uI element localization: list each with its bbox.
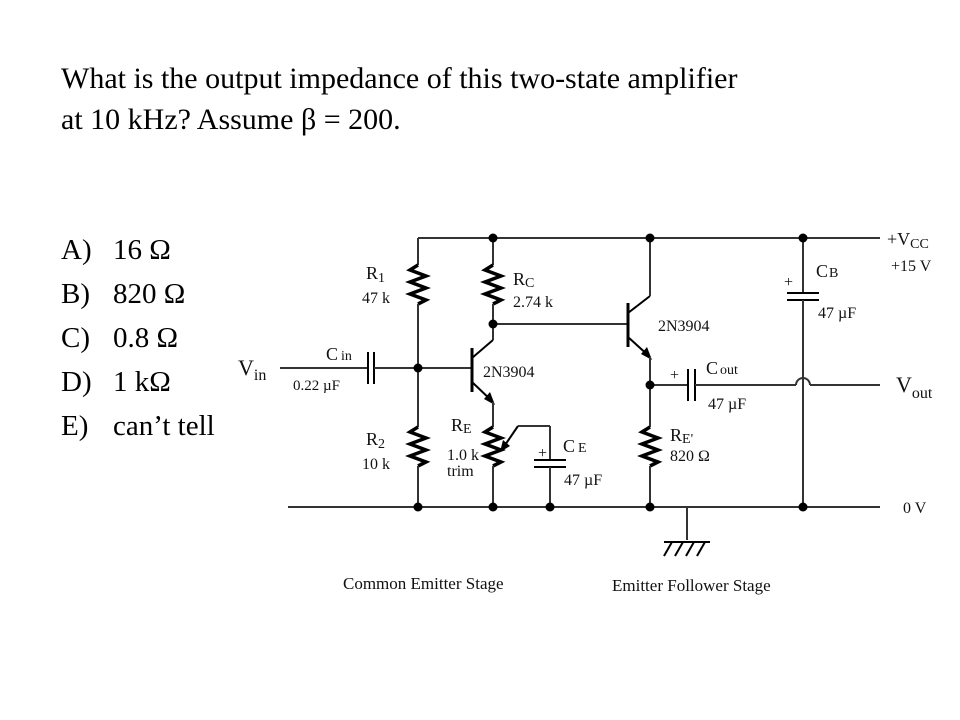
re-note: trim: [447, 463, 474, 480]
ce-capacitor: [518, 425, 566, 507]
r1-resistor: [405, 238, 431, 427]
choice-text: 1 kΩ: [113, 366, 171, 398]
choice-letter: E): [61, 410, 89, 442]
choice-text: 16 Ω: [113, 234, 171, 266]
r1-label: R1: [366, 263, 385, 286]
cout-capacitor: [650, 369, 880, 401]
q1-label: 2N3904: [483, 364, 535, 381]
q2-transistor: [626, 238, 652, 427]
r2-value: 10 k: [362, 456, 390, 473]
r2-label: R2: [366, 429, 385, 452]
stage1-label: Common Emitter Stage: [343, 574, 504, 593]
vcc-value: +15 V: [891, 258, 932, 275]
cb-label: CB: [816, 261, 838, 281]
re-trim-resistor: [480, 402, 519, 507]
question-line-2: at 10 kHz? Assume β = 200.: [61, 103, 401, 136]
re-prime-label: RE': [670, 425, 693, 447]
choice-text: can’t tell: [113, 410, 215, 442]
cout-plus: +: [670, 367, 679, 384]
re-prime-value: 820 Ω: [670, 448, 710, 465]
r2-resistor: [405, 425, 431, 507]
junction-dots: [413, 233, 808, 512]
cb-capacitor: [787, 238, 819, 507]
rc-value: 2.74 k: [513, 294, 553, 311]
ce-value: 47 µF: [564, 472, 602, 489]
question-line-1: What is the output impedance of this two…: [61, 62, 738, 95]
choice-letter: B): [61, 278, 90, 310]
cin-value: 0.22 µF: [293, 378, 340, 394]
choice-d[interactable]: D) 1 kΩ: [61, 360, 215, 404]
q2-label: 2N3904: [658, 318, 710, 335]
vout-label: Vout: [896, 372, 933, 402]
choice-b[interactable]: B) 820 Ω: [61, 272, 215, 316]
choice-a[interactable]: A) 16 Ω: [61, 228, 215, 272]
re-value: 1.0 k: [447, 447, 479, 464]
choice-letter: A): [61, 234, 92, 266]
cb-plus: +: [784, 274, 793, 291]
choice-letter: C): [61, 322, 90, 354]
question-text: What is the output impedance of this two…: [61, 58, 921, 140]
re-label: RE: [451, 415, 472, 437]
ce-plus: +: [538, 445, 547, 462]
choice-text: 0.8 Ω: [113, 322, 179, 354]
choice-text: 820 Ω: [113, 278, 186, 310]
choice-c[interactable]: C) 0.8 Ω: [61, 316, 215, 360]
cout-value: 47 µF: [708, 396, 746, 413]
vin-label: Vin: [238, 355, 266, 384]
choice-letter: D): [61, 366, 92, 398]
re-prime-resistor: [637, 425, 663, 507]
r1-value: 47 k: [362, 290, 390, 307]
ground-label: 0 V: [903, 500, 927, 517]
stage2-label: Emitter Follower Stage: [612, 576, 771, 595]
rc-label: RC: [513, 269, 534, 291]
cin-capacitor: [280, 352, 472, 384]
answer-choices: A) 16 Ω B) 820 Ω C) 0.8 Ω D) 1 kΩ E) can’t te…: [61, 228, 215, 448]
cb-value: 47 µF: [818, 305, 856, 322]
q1-transistor: [470, 339, 495, 405]
ground-symbol: [663, 507, 710, 557]
choice-e[interactable]: E) can’t tell: [61, 404, 215, 448]
vcc-label: +VCC: [887, 229, 929, 252]
